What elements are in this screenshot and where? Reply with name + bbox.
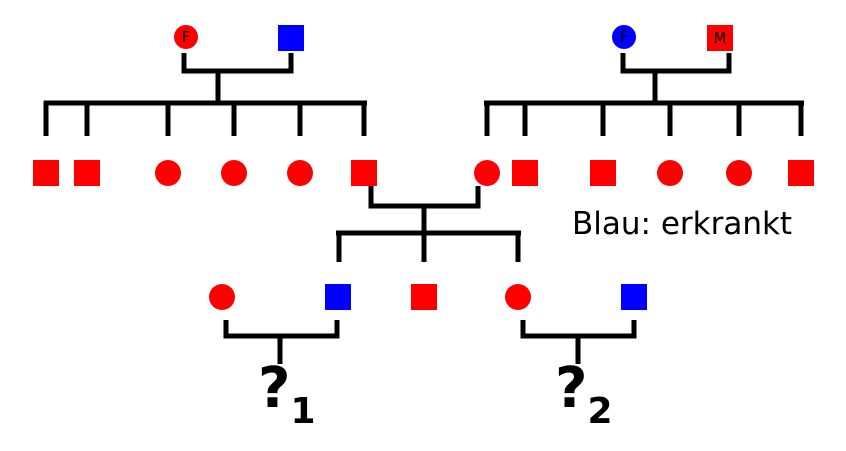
child-right-1 [474,160,500,186]
female-symbol [612,25,636,49]
grandfather-left [278,25,304,51]
male-symbol [512,160,538,186]
female-symbol [174,25,198,49]
child-left-2 [74,160,100,186]
symbol-label: F [620,28,629,46]
question-subscript: 1 [290,391,316,432]
legend-text: Blau: erkrankt [572,206,793,242]
female-symbol [221,160,247,186]
male-symbol [707,25,733,51]
child-right-5 [726,160,752,186]
child-left-3 [155,160,181,186]
gen3-person-2 [325,284,351,310]
male-symbol [33,160,59,186]
question-2: ?2 [555,356,613,432]
question-1: ?1 [258,356,316,432]
child-left-1 [33,160,59,186]
child-right-2 [512,160,538,186]
male-symbol [325,284,351,310]
question-mark: ? [258,356,291,421]
pedigree-lines [43,53,804,364]
male-symbol [788,160,814,186]
child-right-4 [657,160,683,186]
symbol-label: F [182,28,191,46]
female-symbol [474,160,500,186]
grandmother-left: F [174,25,198,49]
child-left-6 [351,160,377,186]
female-symbol [155,160,181,186]
symbol-label: M [714,29,727,47]
female-symbol [287,160,313,186]
grandmother-right: F [612,25,636,49]
child-left-4 [221,160,247,186]
male-symbol [590,160,616,186]
gen3-person-1 [209,284,235,310]
gen3-person-4 [505,284,531,310]
male-symbol [278,25,304,51]
question-mark: ? [555,356,588,421]
child-right-3 [590,160,616,186]
male-symbol [411,284,437,310]
child-right-6 [788,160,814,186]
male-symbol [621,284,647,310]
male-symbol [74,160,100,186]
gen3-person-5 [621,284,647,310]
male-symbol [351,160,377,186]
female-symbol [726,160,752,186]
child-left-5 [287,160,313,186]
female-symbol [657,160,683,186]
question-subscript: 2 [587,391,613,432]
gen3-person-3 [411,284,437,310]
female-symbol [209,284,235,310]
female-symbol [505,284,531,310]
grandfather-right: M [707,25,733,51]
